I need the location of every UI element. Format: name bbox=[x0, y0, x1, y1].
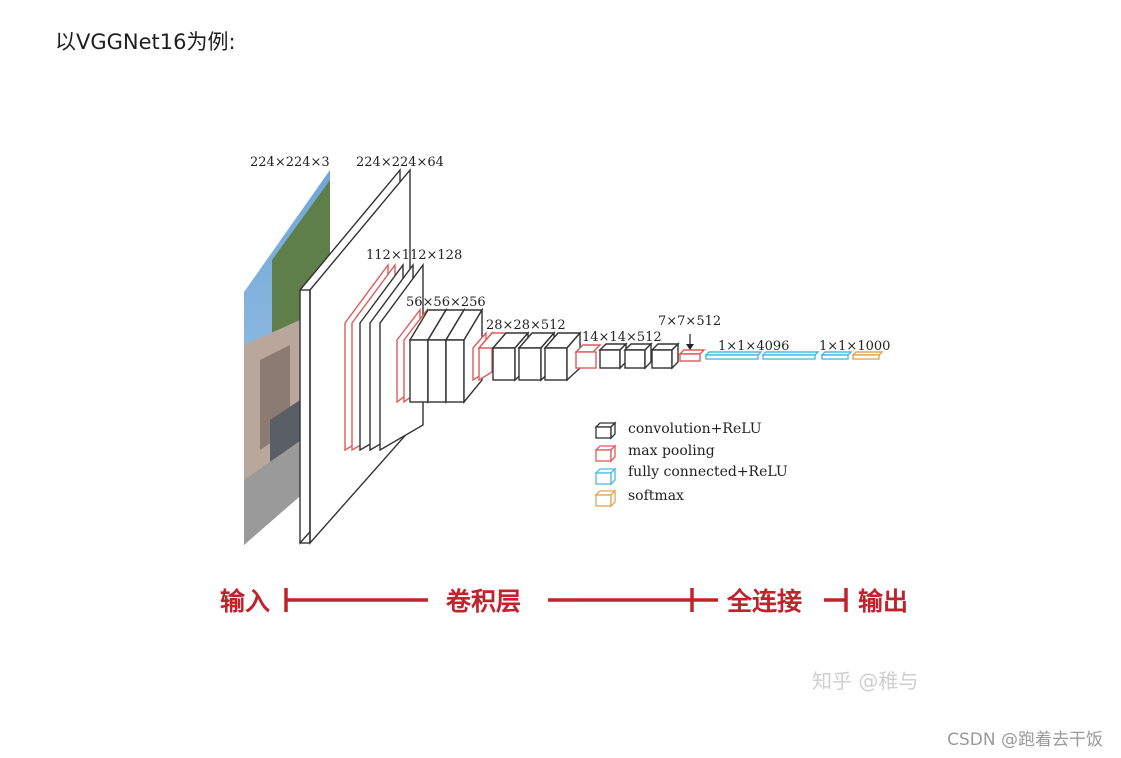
watermark: 知乎 @稚与 bbox=[812, 669, 918, 693]
conv5-block bbox=[574, 342, 680, 370]
legend-label-pool: max pooling bbox=[628, 443, 715, 459]
footer-credit: CSDN @跑着去干饭 bbox=[947, 730, 1103, 750]
section-label-output: 输出 bbox=[858, 587, 908, 616]
label-fc1-dim: 1×1×4096 bbox=[718, 339, 789, 354]
legend-item-conv: convolution+ReLU bbox=[594, 421, 762, 440]
section-bar bbox=[284, 588, 848, 612]
label-input-dim: 224×224×3 bbox=[250, 155, 330, 170]
label-conv2-dim: 112×112×128 bbox=[366, 248, 462, 263]
softmax-layer bbox=[851, 351, 884, 360]
conv3-block bbox=[396, 307, 484, 404]
label-pool5-dim: 7×7×512 bbox=[658, 314, 721, 329]
section-label-conv: 卷积层 bbox=[446, 587, 521, 616]
conv2-block bbox=[344, 262, 424, 452]
legend-item-pool: max pooling bbox=[594, 443, 715, 463]
legend: convolution+ReLU max pooling fully conne… bbox=[594, 421, 788, 508]
label-fc3-dim: 1×1×1000 bbox=[819, 339, 890, 354]
page-heading: 以VGGNet16为例: bbox=[55, 30, 236, 54]
legend-label-conv: convolution+ReLU bbox=[628, 421, 762, 437]
legend-item-softmax: softmax bbox=[594, 488, 684, 508]
label-conv5-dim: 14×14×512 bbox=[582, 330, 662, 345]
legend-item-fc: fully connected+ReLU bbox=[594, 464, 788, 486]
legend-label-softmax: softmax bbox=[628, 488, 684, 504]
conv4-block bbox=[472, 331, 582, 382]
legend-label-fc: fully connected+ReLU bbox=[628, 464, 788, 480]
pool5-block bbox=[678, 334, 706, 362]
fc-layers bbox=[704, 351, 853, 360]
section-label-input: 输入 bbox=[220, 587, 270, 616]
label-conv4-dim: 28×28×512 bbox=[486, 318, 566, 333]
section-label-fc: 全连接 bbox=[726, 587, 802, 616]
label-conv3-dim: 56×56×256 bbox=[406, 295, 486, 310]
label-conv1-dim: 224×224×64 bbox=[356, 155, 444, 170]
